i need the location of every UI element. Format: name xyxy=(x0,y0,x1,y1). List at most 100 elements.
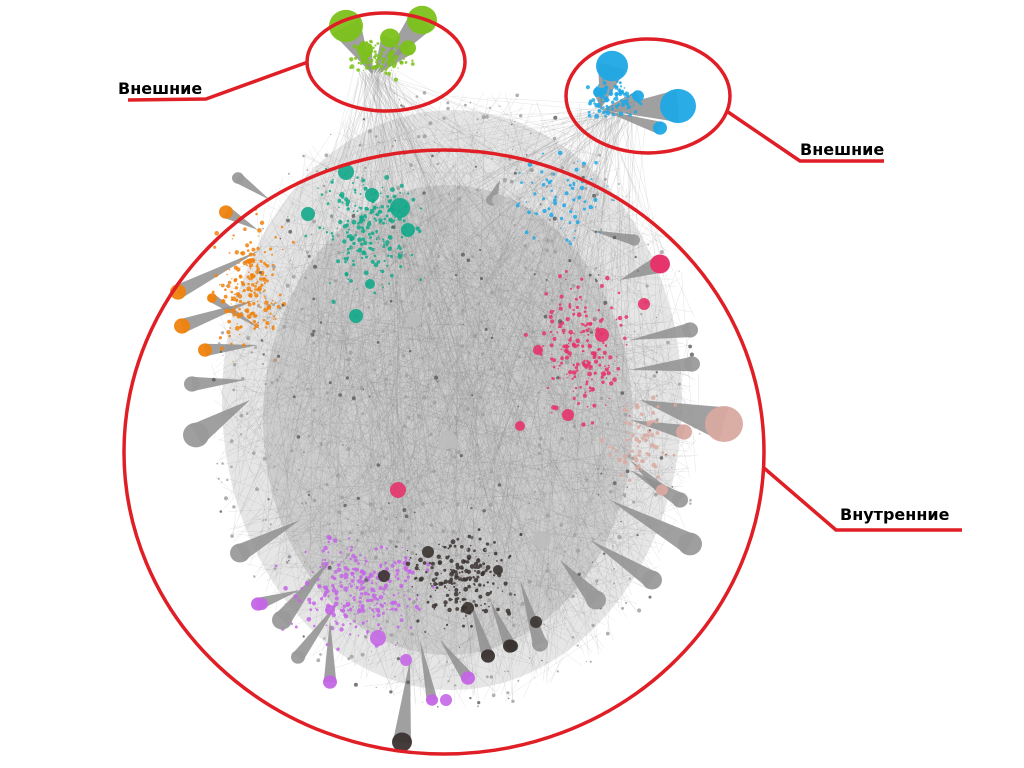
node xyxy=(564,617,565,618)
node xyxy=(376,687,377,688)
node xyxy=(308,579,310,581)
cluster-node-22 xyxy=(440,694,452,706)
node xyxy=(375,135,378,138)
node xyxy=(431,562,435,566)
node xyxy=(626,108,628,110)
node xyxy=(437,255,440,258)
node xyxy=(301,387,302,388)
node xyxy=(434,142,435,143)
node xyxy=(224,496,228,500)
node xyxy=(271,381,274,384)
node xyxy=(403,253,407,257)
node xyxy=(631,433,634,436)
node xyxy=(407,550,408,551)
node xyxy=(254,274,256,276)
node xyxy=(429,595,431,597)
node xyxy=(620,85,622,87)
node xyxy=(397,657,400,660)
node xyxy=(447,608,451,612)
node xyxy=(246,336,250,340)
node xyxy=(253,320,256,323)
node xyxy=(349,583,351,585)
node xyxy=(556,547,558,549)
node xyxy=(371,582,373,584)
node xyxy=(350,558,352,560)
node xyxy=(593,102,596,105)
node xyxy=(231,308,236,313)
node xyxy=(394,93,395,94)
node xyxy=(578,573,581,576)
node xyxy=(438,262,440,264)
node xyxy=(337,228,338,229)
node xyxy=(256,265,259,268)
node xyxy=(458,186,461,189)
node xyxy=(550,331,552,333)
node xyxy=(507,290,510,293)
node xyxy=(390,274,394,278)
node xyxy=(342,444,344,446)
node xyxy=(394,604,396,606)
node xyxy=(335,622,338,625)
node xyxy=(409,163,413,167)
node xyxy=(239,334,241,336)
node xyxy=(318,467,320,469)
node xyxy=(244,283,246,285)
node xyxy=(553,310,555,312)
node xyxy=(638,290,639,291)
node xyxy=(447,680,449,682)
node xyxy=(488,598,492,602)
node xyxy=(395,545,398,548)
node xyxy=(468,363,470,365)
node xyxy=(221,284,225,288)
node xyxy=(490,359,492,361)
node xyxy=(583,473,585,475)
cluster-node-3 xyxy=(301,207,315,221)
node xyxy=(577,402,580,405)
node xyxy=(383,218,386,221)
node xyxy=(602,106,604,108)
node xyxy=(396,573,399,576)
node xyxy=(628,113,631,116)
node xyxy=(248,317,250,319)
node xyxy=(478,583,481,586)
node xyxy=(249,241,252,244)
node xyxy=(626,404,628,406)
node xyxy=(542,153,544,155)
node xyxy=(566,374,568,376)
node xyxy=(527,210,531,214)
node xyxy=(384,260,386,262)
node xyxy=(433,338,435,340)
node xyxy=(420,207,422,209)
node xyxy=(320,321,322,323)
node xyxy=(402,479,403,480)
node xyxy=(346,376,349,379)
node xyxy=(327,541,330,544)
node xyxy=(392,225,396,229)
node xyxy=(388,580,392,584)
node xyxy=(319,653,322,656)
node xyxy=(341,201,343,203)
node xyxy=(241,281,243,283)
node xyxy=(351,554,356,559)
node xyxy=(598,364,601,367)
node xyxy=(393,601,395,603)
node xyxy=(472,576,475,579)
node xyxy=(361,588,362,589)
node xyxy=(595,579,599,583)
node xyxy=(288,560,290,562)
node xyxy=(568,375,569,376)
node xyxy=(382,245,385,248)
node xyxy=(454,477,456,479)
node xyxy=(451,569,455,573)
node xyxy=(582,359,583,360)
node xyxy=(347,587,349,589)
node xyxy=(444,605,446,607)
node xyxy=(252,302,255,305)
node xyxy=(422,702,423,703)
node xyxy=(460,601,462,603)
node xyxy=(572,370,577,375)
node xyxy=(380,205,383,208)
node xyxy=(656,317,657,318)
node xyxy=(368,233,371,236)
node xyxy=(562,203,566,207)
